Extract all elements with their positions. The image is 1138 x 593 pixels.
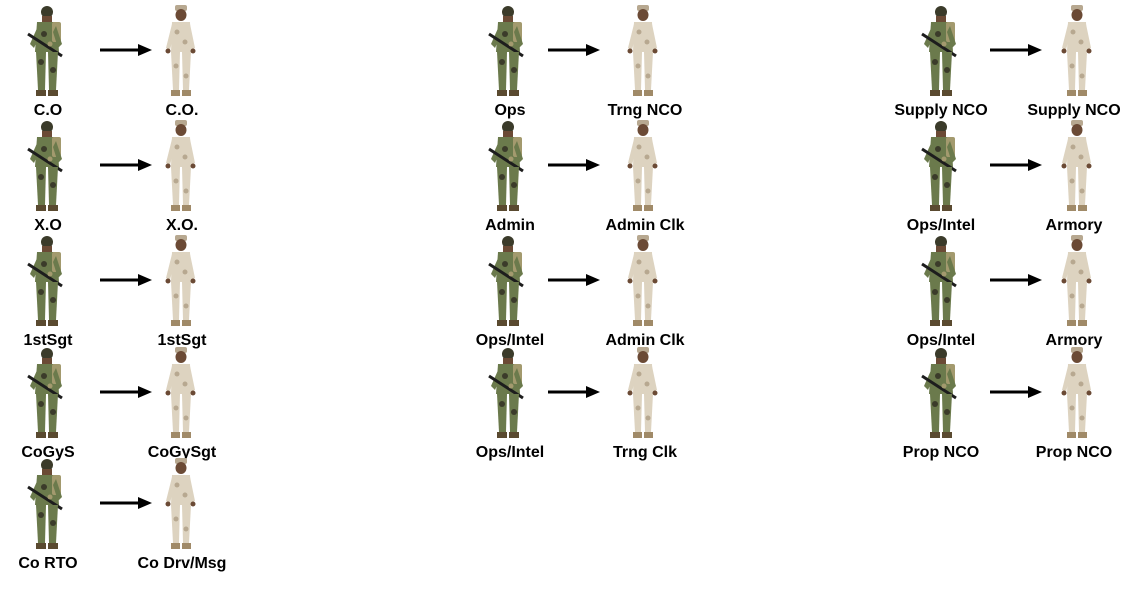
marine-combat-gear-icon	[485, 4, 531, 100]
to-role-label: X.O.	[165, 217, 198, 234]
to-role-label: Armory	[1045, 332, 1103, 349]
to-role-label: Armory	[1045, 217, 1103, 234]
to-role-label: C.O.	[165, 102, 199, 119]
marine-desert-utility-icon	[620, 234, 666, 330]
to-role-label: 1stSgt	[157, 332, 207, 349]
marine-combat-gear-icon	[918, 346, 964, 442]
role-pair: Co RTO Co Drv/Msg	[0, 457, 260, 572]
role-pair: Prop NCO Prop NCO	[878, 346, 1138, 461]
marine-desert-utility-icon	[158, 457, 204, 553]
from-role-label: Ops/Intel	[906, 332, 976, 349]
arrow-right-icon	[548, 159, 600, 171]
from-role-label: Co RTO	[18, 555, 78, 572]
marine-combat-gear-icon	[485, 119, 531, 215]
marine-combat-gear-icon	[24, 346, 70, 442]
from-role-label: Ops/Intel	[475, 332, 545, 349]
role-pair: Ops/Intel Armory	[878, 234, 1138, 349]
from-role-label: CoGyS	[21, 444, 75, 461]
role-pair: Ops/Intel Trng Clk	[445, 346, 705, 461]
arrow-right-icon	[100, 44, 152, 56]
marine-combat-gear-icon	[24, 119, 70, 215]
marine-combat-gear-icon	[24, 457, 70, 553]
to-role-label: Trng Clk	[612, 444, 677, 461]
role-pair: Ops/Intel Armory	[878, 119, 1138, 234]
marine-desert-utility-icon	[1054, 346, 1100, 442]
role-pair: Admin Admin Clk	[445, 119, 705, 234]
arrow-right-icon	[548, 386, 600, 398]
role-pair: Ops/Intel Admin Clk	[445, 234, 705, 349]
marine-desert-utility-icon	[1054, 4, 1100, 100]
arrow-right-icon	[990, 159, 1042, 171]
role-pair: Supply NCO Supply NCO	[878, 4, 1138, 119]
marine-desert-utility-icon	[1054, 119, 1100, 215]
from-role-label: Ops	[494, 102, 526, 119]
marine-combat-gear-icon	[485, 346, 531, 442]
to-role-label: Prop NCO	[1035, 444, 1113, 461]
marine-desert-utility-icon	[158, 234, 204, 330]
from-role-label: Prop NCO	[902, 444, 980, 461]
arrow-right-icon	[548, 274, 600, 286]
from-role-label: 1stSgt	[23, 332, 73, 349]
role-pair: CoGyS CoGySgt	[0, 346, 260, 461]
arrow-right-icon	[100, 497, 152, 509]
from-role-label: Supply NCO	[894, 102, 988, 119]
role-pair: C.O C.O.	[0, 4, 260, 119]
arrow-right-icon	[990, 44, 1042, 56]
to-role-label: CoGySgt	[147, 444, 217, 461]
marine-combat-gear-icon	[485, 234, 531, 330]
to-role-label: Admin Clk	[605, 217, 685, 234]
role-pair: Ops Trng NCO	[445, 4, 705, 119]
marine-combat-gear-icon	[918, 119, 964, 215]
role-pair: 1stSgt 1stSgt	[0, 234, 260, 349]
marine-desert-utility-icon	[158, 4, 204, 100]
arrow-right-icon	[990, 274, 1042, 286]
marine-desert-utility-icon	[620, 119, 666, 215]
from-role-label: X.O	[34, 217, 62, 234]
arrow-right-icon	[548, 44, 600, 56]
from-role-label: Admin	[485, 217, 535, 234]
from-role-label: C.O	[33, 102, 63, 119]
to-role-label: Trng NCO	[607, 102, 683, 119]
from-role-label: Ops/Intel	[475, 444, 545, 461]
arrow-right-icon	[100, 159, 152, 171]
marine-combat-gear-icon	[918, 234, 964, 330]
marine-combat-gear-icon	[918, 4, 964, 100]
marine-desert-utility-icon	[1054, 234, 1100, 330]
to-role-label: Admin Clk	[605, 332, 685, 349]
marine-combat-gear-icon	[24, 4, 70, 100]
to-role-label: Supply NCO	[1027, 102, 1121, 119]
to-role-label: Co Drv/Msg	[137, 555, 227, 572]
marine-desert-utility-icon	[620, 346, 666, 442]
marine-desert-utility-icon	[158, 119, 204, 215]
from-role-label: Ops/Intel	[906, 217, 976, 234]
role-pair: X.O X.O.	[0, 119, 260, 234]
arrow-right-icon	[990, 386, 1042, 398]
arrow-right-icon	[100, 386, 152, 398]
arrow-right-icon	[100, 274, 152, 286]
marine-desert-utility-icon	[620, 4, 666, 100]
marine-desert-utility-icon	[158, 346, 204, 442]
marine-combat-gear-icon	[24, 234, 70, 330]
